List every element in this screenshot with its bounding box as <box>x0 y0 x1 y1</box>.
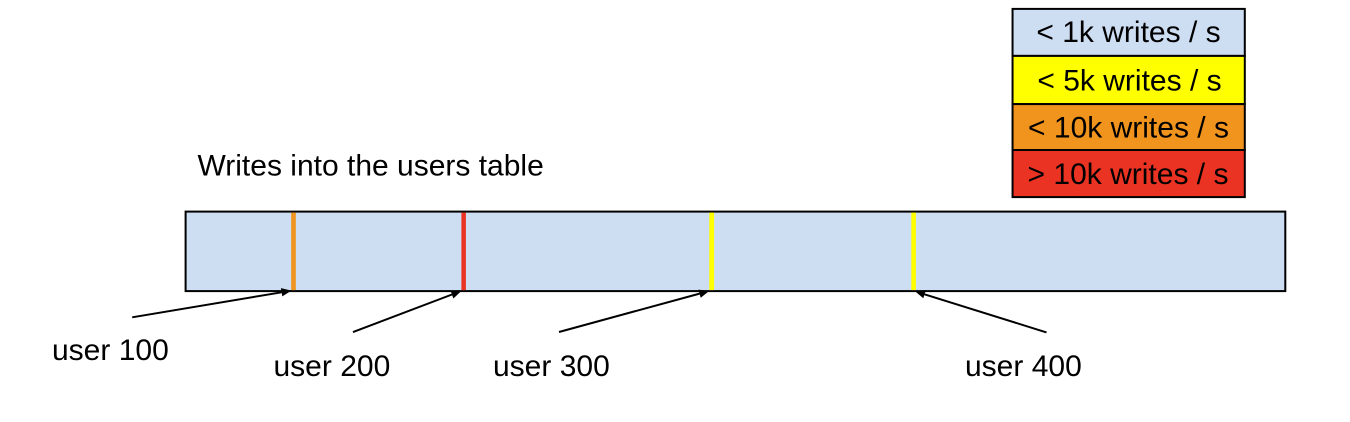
svg-text:user 100: user 100 <box>52 334 169 367</box>
svg-text:user 400: user 400 <box>965 350 1082 383</box>
svg-text:Writes into the users table: Writes into the users table <box>198 150 544 183</box>
svg-text:< 1k writes / s: < 1k writes / s <box>1036 16 1220 49</box>
svg-text:> 10k writes / s: > 10k writes / s <box>1028 158 1229 191</box>
svg-text:< 5k writes / s: < 5k writes / s <box>1037 64 1221 97</box>
svg-text:user 200: user 200 <box>274 350 391 383</box>
svg-text:user 300: user 300 <box>493 350 610 383</box>
svg-text:< 10k writes / s: < 10k writes / s <box>1028 112 1229 145</box>
